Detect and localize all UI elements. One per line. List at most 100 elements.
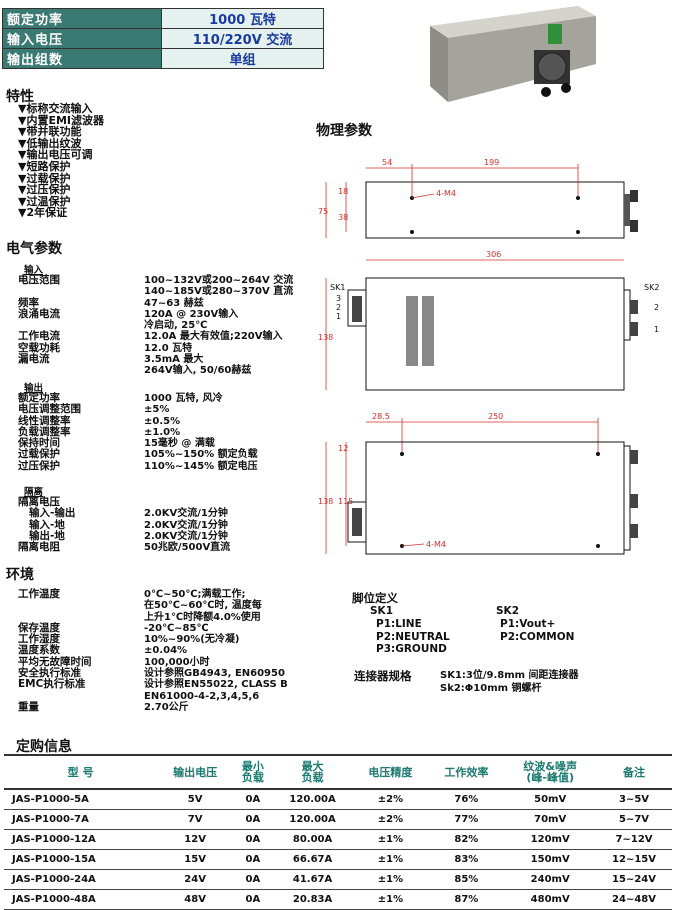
spec-text: 10%~90%(无冷凝) [144,634,240,646]
dim-306: 306 [486,250,501,259]
feature-item: ▼输出电压可调 [18,148,93,162]
table-cell: 82% [428,829,505,850]
spec-text: 12.0A 最大有效值;220V输入 [144,331,283,343]
electrical-title: 电气参数 [6,241,62,257]
environment-values: 0℃~50℃;满载工作;在50℃~60℃时, 温度每上升1℃时降额4.0%使用-… [144,589,288,713]
table-cell: 24V [157,869,234,890]
spec-text: ±5% [144,404,170,416]
feature-item: ▼短路保护 [18,159,71,173]
spec-text: 100,000小时 [144,656,210,668]
feature-item: ▼内置EMI滤波器 [18,113,105,127]
sk1-item: P1:LINE [376,618,422,630]
table-cell: 120.00A [272,789,353,810]
table-cell: 87% [428,889,505,910]
table-cell: 150mV [504,849,597,870]
spec-label: 输入-输出 [18,507,76,520]
table-cell: 48V [157,889,234,910]
isolation-labels: 隔离电压 输入-输出 输入-地 输出-地隔离电阻 [18,496,76,553]
sk2-item: P2:COMMON [500,630,575,643]
pins-title: 脚位定义 [352,591,398,605]
order-header: 最小 负载 [233,754,273,790]
sk2-label: SK2 [644,283,659,292]
table-cell: 240mV [504,869,597,890]
spec-text: 冷启动, 25℃ [144,320,208,332]
table-cell: 80.00A [272,829,353,850]
conn-item: SK1:3位/9.8mm 间距连接器 [440,670,579,681]
spec-value: 1000 瓦特 [161,8,324,29]
sk2-pin-list: P1:Vout+P2:COMMON [500,618,574,643]
table-cell: 83% [428,849,505,870]
table-cell: 15~24V [596,869,672,890]
table-cell: 120.00A [272,809,353,830]
feature-item: ▼过压保护 [18,183,71,197]
spec-label: 电压范围 [18,274,60,286]
table-cell: JAS-P1000-15A [4,849,158,870]
table-cell: 5V [157,789,234,810]
spec-label: 工作电流 [18,330,60,343]
dim-4m4-top: 4-M4 [436,189,456,198]
dim-250: 250 [488,412,503,421]
physical-title: 物理参数 [316,123,372,139]
spec-label: 温度系数 [18,644,60,657]
spec-label: 频率 [18,296,39,309]
table-cell: 7V [157,809,234,830]
feature-item: ▼低输出纹波 [18,136,82,150]
dim-54: 54 [382,158,392,167]
table-cell: ±1% [352,849,429,870]
table-cell: 12V [157,829,234,850]
product-photo [430,6,596,102]
spec-key: 输出组数 [2,48,162,69]
table-cell: 12~15V [596,849,672,870]
dim-138-side: 138 [318,333,333,342]
table-cell: 7~12V [596,829,672,850]
spec-label: 保持时间 [18,437,60,450]
spec-text: 2.0KV交流/1分钟 [144,508,228,520]
order-header: 工作效率 [428,754,505,790]
spec-text: ±1.0% [144,426,181,438]
table-cell: 24~48V [596,889,672,910]
order-header: 输出电压 [157,754,234,790]
spec-text: 设计参照EN55022, CLASS B [144,679,288,691]
input-labels: 电压范围频率浪涌电流工作电流空载功耗漏电流 [18,274,60,377]
spec-label: 浪涌电流 [18,307,60,320]
table-cell: JAS-P1000-12A [4,829,158,850]
spec-text: 15毫秒 @ 满载 [144,438,215,450]
table-cell: 85% [428,869,505,890]
spec-text: 在50℃~60℃时, 温度每 [144,600,262,612]
spec-text: 2.0KV交流/1分钟 [144,519,228,531]
feature-item: ▼过温保护 [18,194,71,208]
order-header: 最大 负载 [272,754,353,790]
spec-text: ±0.04% [144,645,188,657]
table-cell: 120mV [504,829,597,850]
table-cell: 0A [233,789,273,810]
output-labels: 额定功率电压调整范围线性调整率负载调整率保持时间过载保护过压保护 [18,392,81,472]
table-cell: ±1% [352,889,429,910]
table-cell: 50mV [504,789,597,810]
order-header: 电压精度 [352,754,429,790]
dim-75: 75 [318,207,328,216]
table-cell: 0A [233,889,273,910]
spec-label: 安全执行标准 [18,667,81,680]
table-cell: 77% [428,809,505,830]
table-cell: JAS-P1000-7A [4,809,158,830]
sk1-label: SK1 [330,283,345,292]
table-cell: 20.83A [272,889,353,910]
spec-text: 设计参照GB4943, EN60950 [144,668,285,680]
spec-label: 线性调整率 [18,414,71,427]
table-cell: JAS-P1000-48A [4,889,158,910]
feature-item: ▼带并联功能 [18,125,82,139]
table-cell: JAS-P1000-5A [4,789,158,810]
order-table: 型 号输出电压最小 负载最大 负载电压精度工作效率纹波&噪声 (峰-峰值)备注 … [4,754,672,910]
table-cell: 41.67A [272,869,353,890]
spec-text: 110%~145% 额定电压 [144,460,258,472]
spec-text: ±0.5% [144,415,181,427]
spec-label [18,600,92,611]
